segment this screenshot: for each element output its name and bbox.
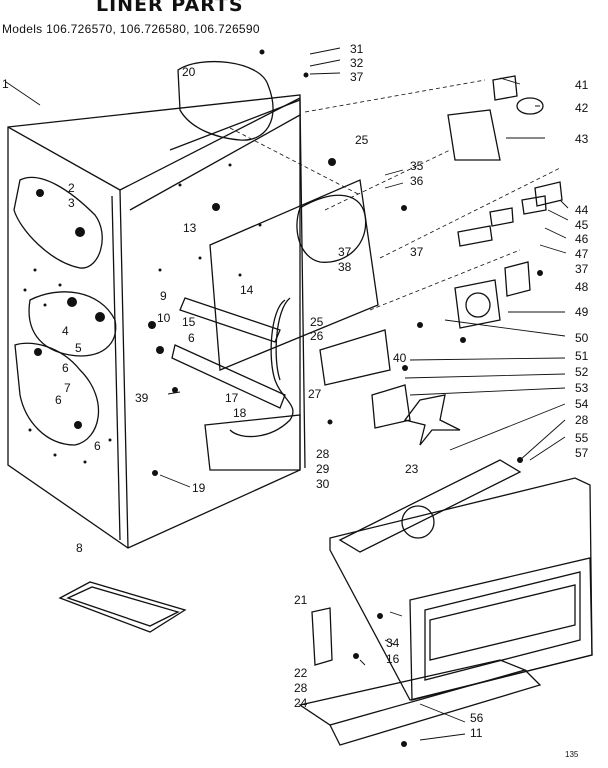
fan-motor <box>371 384 411 429</box>
callout-52: 52 <box>575 365 589 379</box>
grille-front <box>409 557 593 701</box>
shelf-rail-upper <box>179 297 281 343</box>
callout-22: 22 <box>294 666 308 680</box>
callout-38: 38 <box>338 260 352 274</box>
condenser-fan-shroud <box>338 459 522 553</box>
callout-55: 55 <box>575 431 589 445</box>
callout-26: 26 <box>310 329 324 343</box>
callout-5: 5 <box>75 341 82 355</box>
lower-duct-panel <box>204 414 301 471</box>
callout-15: 15 <box>182 315 196 329</box>
page-title: LINER PARTS <box>96 0 244 16</box>
callout-37a: 37 <box>350 70 364 84</box>
callout-41: 41 <box>575 78 589 92</box>
callout-6d: 6 <box>188 331 195 345</box>
callout-28a: 28 <box>575 413 589 427</box>
callout-1: 1 <box>2 77 9 91</box>
callout-57: 57 <box>575 446 589 460</box>
callout-43: 43 <box>575 132 589 146</box>
drain-pan <box>58 581 187 633</box>
callout-49: 49 <box>575 305 589 319</box>
callout-51: 51 <box>575 349 589 363</box>
light-shield <box>447 109 501 161</box>
callout-40: 40 <box>393 351 407 365</box>
liner-outer-shell <box>7 94 301 549</box>
grille-slot <box>429 584 576 661</box>
control-housing <box>454 279 501 329</box>
callout-10: 10 <box>157 311 171 325</box>
callout-27: 27 <box>308 387 322 401</box>
callout-8: 8 <box>76 541 83 555</box>
callout-4: 4 <box>62 324 69 338</box>
callout-28c: 28 <box>294 681 308 695</box>
screw-dots <box>23 49 543 747</box>
callout-20: 20 <box>182 65 196 79</box>
callout-36: 36 <box>410 174 424 188</box>
control-knob-part <box>534 181 563 207</box>
callout-11: 11 <box>470 726 483 740</box>
callout-6c: 6 <box>94 439 101 453</box>
fan-blade <box>403 394 461 446</box>
callout-42: 42 <box>575 101 589 115</box>
shelf-rail-lower <box>171 344 286 409</box>
callout-3: 3 <box>68 196 75 210</box>
callout-31: 31 <box>350 42 364 56</box>
callout-30: 30 <box>316 477 330 491</box>
callout-35: 35 <box>410 159 424 173</box>
callout-25b: 25 <box>310 315 324 329</box>
light-socket <box>492 75 518 101</box>
callout-53: 53 <box>575 381 589 395</box>
callout-18: 18 <box>233 406 247 420</box>
left-wall-blob-low <box>14 342 100 446</box>
callout-50: 50 <box>575 331 589 345</box>
thermostat <box>504 261 531 297</box>
callout-21: 21 <box>294 593 308 607</box>
callout-14: 14 <box>240 283 254 297</box>
liner-back-wall <box>169 99 306 469</box>
ceiling-sealant-area <box>177 60 274 141</box>
liner-front-frame <box>111 97 301 549</box>
evaporator-cover <box>209 179 379 371</box>
callout-2: 2 <box>68 181 75 195</box>
callout-46: 46 <box>575 232 589 246</box>
left-wall-blob-top <box>13 176 103 269</box>
callout-47: 47 <box>575 247 589 261</box>
drain-tube <box>229 299 294 438</box>
callout-9: 9 <box>160 289 167 303</box>
bracket-22 <box>311 607 333 666</box>
callout-44: 44 <box>575 203 589 217</box>
callout-37d: 37 <box>575 262 589 276</box>
callout-7: 7 <box>64 381 71 395</box>
fan-bracket <box>319 329 391 386</box>
callout-6b: 6 <box>55 393 62 407</box>
callout-45: 45 <box>575 218 589 232</box>
footnote: 135 <box>565 750 579 759</box>
callout-17: 17 <box>225 391 239 405</box>
callout-39: 39 <box>135 391 149 405</box>
callout-6a: 6 <box>62 361 69 375</box>
callout-48: 48 <box>575 280 589 294</box>
callout-54: 54 <box>575 397 589 411</box>
callout-28b: 28 <box>316 447 330 461</box>
callout-24: 24 <box>294 696 308 710</box>
callout-23: 23 <box>405 462 419 476</box>
callout-32: 32 <box>350 56 364 70</box>
callout-29: 29 <box>316 462 330 476</box>
callout-13: 13 <box>183 221 197 235</box>
callout-25a: 25 <box>355 133 369 147</box>
callout-34: 34 <box>386 636 400 650</box>
callout-19: 19 <box>192 481 206 495</box>
callout-16: 16 <box>386 652 400 666</box>
base-grille-frame <box>329 477 593 701</box>
callout-56: 56 <box>470 711 484 725</box>
callout-37c: 37 <box>410 245 424 259</box>
model-numbers: Models 106.726570, 106.726580, 106.72659… <box>2 22 260 36</box>
callout-37b: 37 <box>338 245 352 259</box>
left-wall-blob-mid <box>28 291 117 357</box>
